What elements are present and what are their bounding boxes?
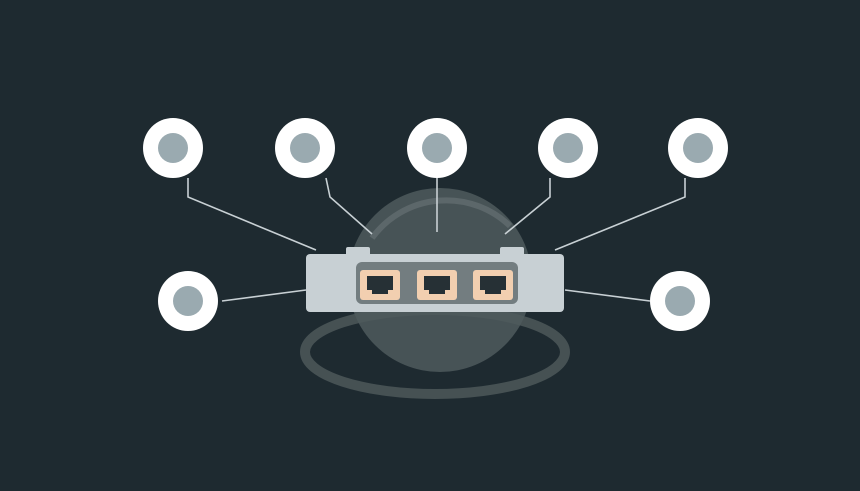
node-core	[290, 133, 320, 163]
node-core	[422, 133, 452, 163]
node-4[interactable]	[538, 118, 598, 178]
dome-highlight	[369, 197, 513, 240]
ethernet-port-icon	[360, 270, 400, 300]
node-1[interactable]	[143, 118, 203, 178]
connector-line-2	[325, 177, 373, 235]
node-2[interactable]	[275, 118, 335, 178]
connector-line-1	[187, 178, 317, 251]
node-core	[683, 133, 713, 163]
connector-line-4	[504, 178, 551, 235]
connector-line-6	[221, 289, 307, 302]
node-core	[665, 286, 695, 316]
switch-lug-left	[346, 247, 370, 257]
node-5[interactable]	[668, 118, 728, 178]
ethernet-port-icon	[417, 270, 457, 300]
node-core	[158, 133, 188, 163]
switch-lug-right	[500, 247, 524, 257]
node-6[interactable]	[158, 271, 218, 331]
node-core	[173, 286, 203, 316]
node-3[interactable]	[407, 118, 467, 178]
ethernet-port-icon	[473, 270, 513, 300]
connector-line-7	[564, 289, 651, 302]
connector-line-5	[554, 178, 686, 251]
node-7[interactable]	[650, 271, 710, 331]
node-core	[553, 133, 583, 163]
